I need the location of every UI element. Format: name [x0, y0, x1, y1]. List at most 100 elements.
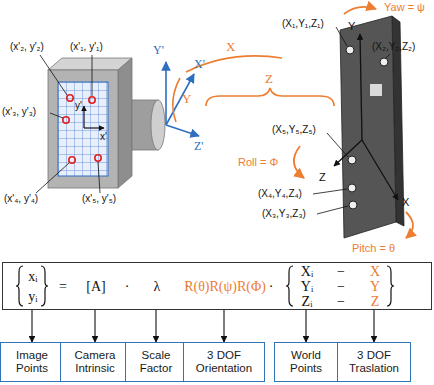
equation-brace [41, 266, 48, 306]
box-label: 3 DOF Orientation [184, 349, 264, 375]
world-y: Yᵢ [301, 279, 313, 294]
plate-y-axis [360, 34, 362, 140]
process-box: World Points [274, 342, 338, 382]
connector-arrow [305, 310, 306, 342]
world-point-label: (X₃,Y₃,Z₃) [262, 208, 306, 220]
world-x: Xᵢ [301, 264, 313, 279]
connector-arrow [223, 310, 224, 342]
minus-sign: − [337, 279, 345, 294]
plate-z-axis [334, 140, 362, 166]
plate-axis-label: Z [319, 171, 326, 184]
image-point [95, 155, 101, 161]
yaw-label: Yaw = ψ [384, 1, 425, 14]
world-point [346, 46, 354, 54]
lens-face [151, 100, 165, 150]
sensor-grid [58, 82, 108, 176]
plate-x-axis [362, 140, 398, 200]
world-point [348, 156, 356, 164]
camera-z-axis [166, 125, 199, 136]
minus-sign: − [337, 264, 345, 279]
multiply-dot: · [269, 279, 274, 294]
world-point-label: (X₁,Y₁,Z₁) [282, 18, 324, 30]
sensor-axis-label: x' [100, 131, 107, 143]
equation-brace [286, 266, 293, 306]
image-point-label: (x'₅, y'₅) [82, 193, 116, 205]
camera-axis-label: Y' [153, 44, 164, 58]
image-point-label: (x'₃, y'₃) [2, 106, 36, 118]
camera-axis-label: Z' [194, 140, 204, 154]
camera-side [118, 58, 132, 188]
leader-line [386, 54, 390, 58]
process-box: 3 DOF Traslation [337, 342, 411, 382]
camera-y-axis [165, 62, 167, 125]
process-box: Camera Intrinsic [60, 342, 130, 382]
camera-front [48, 70, 118, 188]
world-point [349, 201, 357, 209]
y-translation-bracket [173, 78, 180, 122]
box-label: Scale Factor [126, 349, 186, 375]
translation-y: Y [370, 279, 380, 294]
connector-arrow [31, 310, 32, 342]
multiply-dot: · [125, 279, 130, 294]
x-translation-bracket [186, 56, 282, 72]
world-point [380, 58, 388, 66]
connector-arrow [373, 310, 374, 342]
leader-line [336, 27, 347, 46]
yaw-arrow [344, 7, 376, 14]
equation-brace [16, 266, 23, 306]
minus-sign: − [337, 294, 345, 309]
roll-arrow [294, 146, 304, 178]
image-point-label: (x'₂, y'₂) [10, 41, 44, 53]
translation-x: X [370, 264, 380, 279]
equation-brace [387, 266, 394, 306]
world-point-label: (X₄,Y₄,Z₄) [258, 188, 302, 200]
image-y: yᵢ [28, 289, 37, 304]
roll-label: Roll = Φ [238, 156, 278, 169]
leader-line [92, 55, 93, 96]
pitch-label: Pitch = θ [352, 242, 395, 255]
image-point [89, 97, 95, 103]
leader-line [40, 55, 67, 95]
leader-line [98, 162, 100, 193]
world-z: Zᵢ [302, 294, 313, 309]
sensor-axis-label: y' [75, 100, 82, 112]
box-label: 3 DOF Traslation [338, 349, 410, 375]
camera-x-axis [166, 74, 194, 125]
connector-arrow [155, 310, 156, 342]
sensor-x-axis [84, 127, 104, 128]
process-box: Image Points [0, 342, 64, 382]
image-sensor [58, 82, 108, 176]
world-point [348, 184, 356, 192]
translation-label: Y [182, 92, 191, 107]
image-point-label: (x'₄, y'₄) [4, 193, 38, 205]
sensor-y-axis [83, 106, 84, 128]
leader-line [313, 189, 347, 194]
image-point [67, 95, 73, 101]
plate-axis-label: X [402, 196, 409, 209]
translation-label: X [226, 40, 235, 55]
plate-marker [370, 84, 382, 96]
leader-line [327, 133, 348, 157]
translation-z: Z [371, 294, 380, 309]
image-point-label: (x'₁, y'₁) [70, 41, 103, 53]
z-translation-bracket [206, 88, 334, 106]
image-x: xᵢ [28, 269, 37, 284]
leader-line [36, 163, 69, 193]
image-point [69, 157, 75, 163]
process-box: Scale Factor [125, 342, 187, 382]
intrinsic-matrix: [A] [86, 279, 105, 294]
scale-factor: λ [154, 279, 161, 294]
camera-axis-label: X' [194, 58, 205, 72]
plate-axis-label: Y [348, 20, 355, 33]
equals-sign: = [59, 279, 67, 294]
box-label: World Points [275, 349, 337, 375]
connector-arrow [94, 310, 95, 342]
box-label: Camera Intrinsic [61, 349, 129, 375]
leader-line [317, 206, 348, 214]
world-point-label: (X₅,Y₅,Z₅) [272, 124, 316, 136]
rotation-term: R(θ)R(ψ)R(Φ) [184, 279, 266, 294]
world-point-label: (X₂,Y₂,Z₂) [372, 41, 415, 53]
